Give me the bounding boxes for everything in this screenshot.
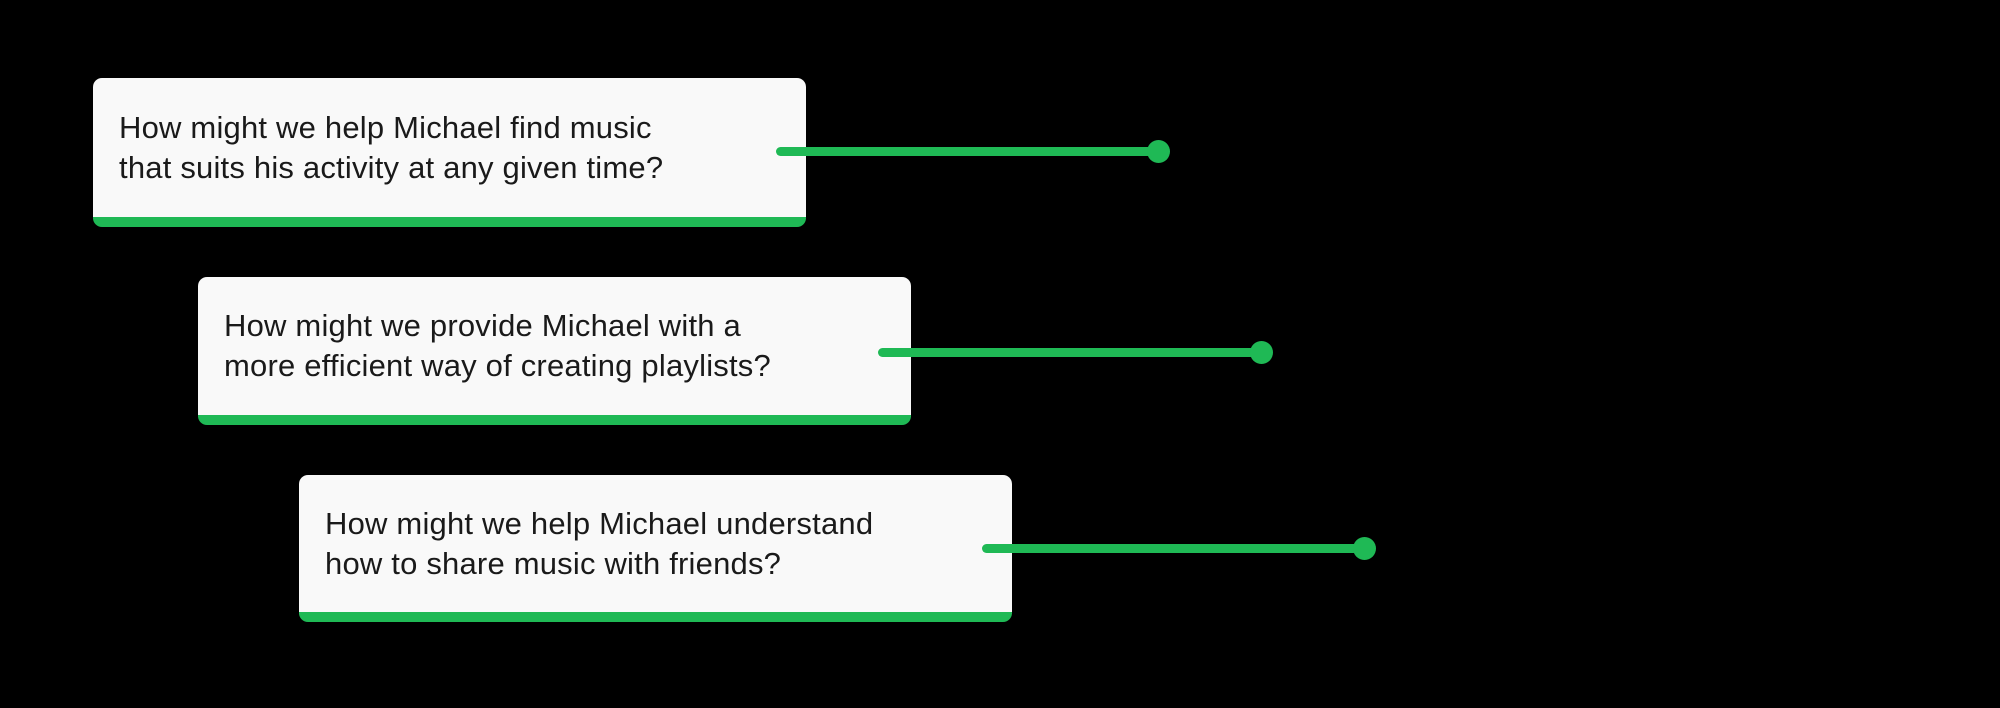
hmw-card-text-line: How might we help Michael find music — [119, 109, 652, 145]
hmw-card-share-music: How might we help Michael understand how… — [299, 475, 1012, 622]
connector-line — [878, 348, 1262, 357]
hmw-card-create-playlists: How might we provide Michael with a more… — [198, 277, 911, 425]
hmw-card-text-line: that suits his activity at any given tim… — [119, 149, 664, 185]
hmw-card-text-line: How might we provide Michael with a — [224, 308, 741, 343]
hmw-card-find-music: How might we help Michael find music tha… — [93, 78, 806, 227]
connector-line — [982, 544, 1365, 553]
hmw-card-text-line: How might we help Michael understand — [325, 505, 874, 541]
connector-line — [776, 147, 1159, 156]
hmw-card-text-line: how to share music with friends? — [325, 545, 782, 581]
hmw-card-text-line: more efficient way of creating playlists… — [224, 348, 771, 383]
connector-dot — [1147, 140, 1170, 163]
connector-dot — [1250, 341, 1273, 364]
connector-dot — [1353, 537, 1376, 560]
